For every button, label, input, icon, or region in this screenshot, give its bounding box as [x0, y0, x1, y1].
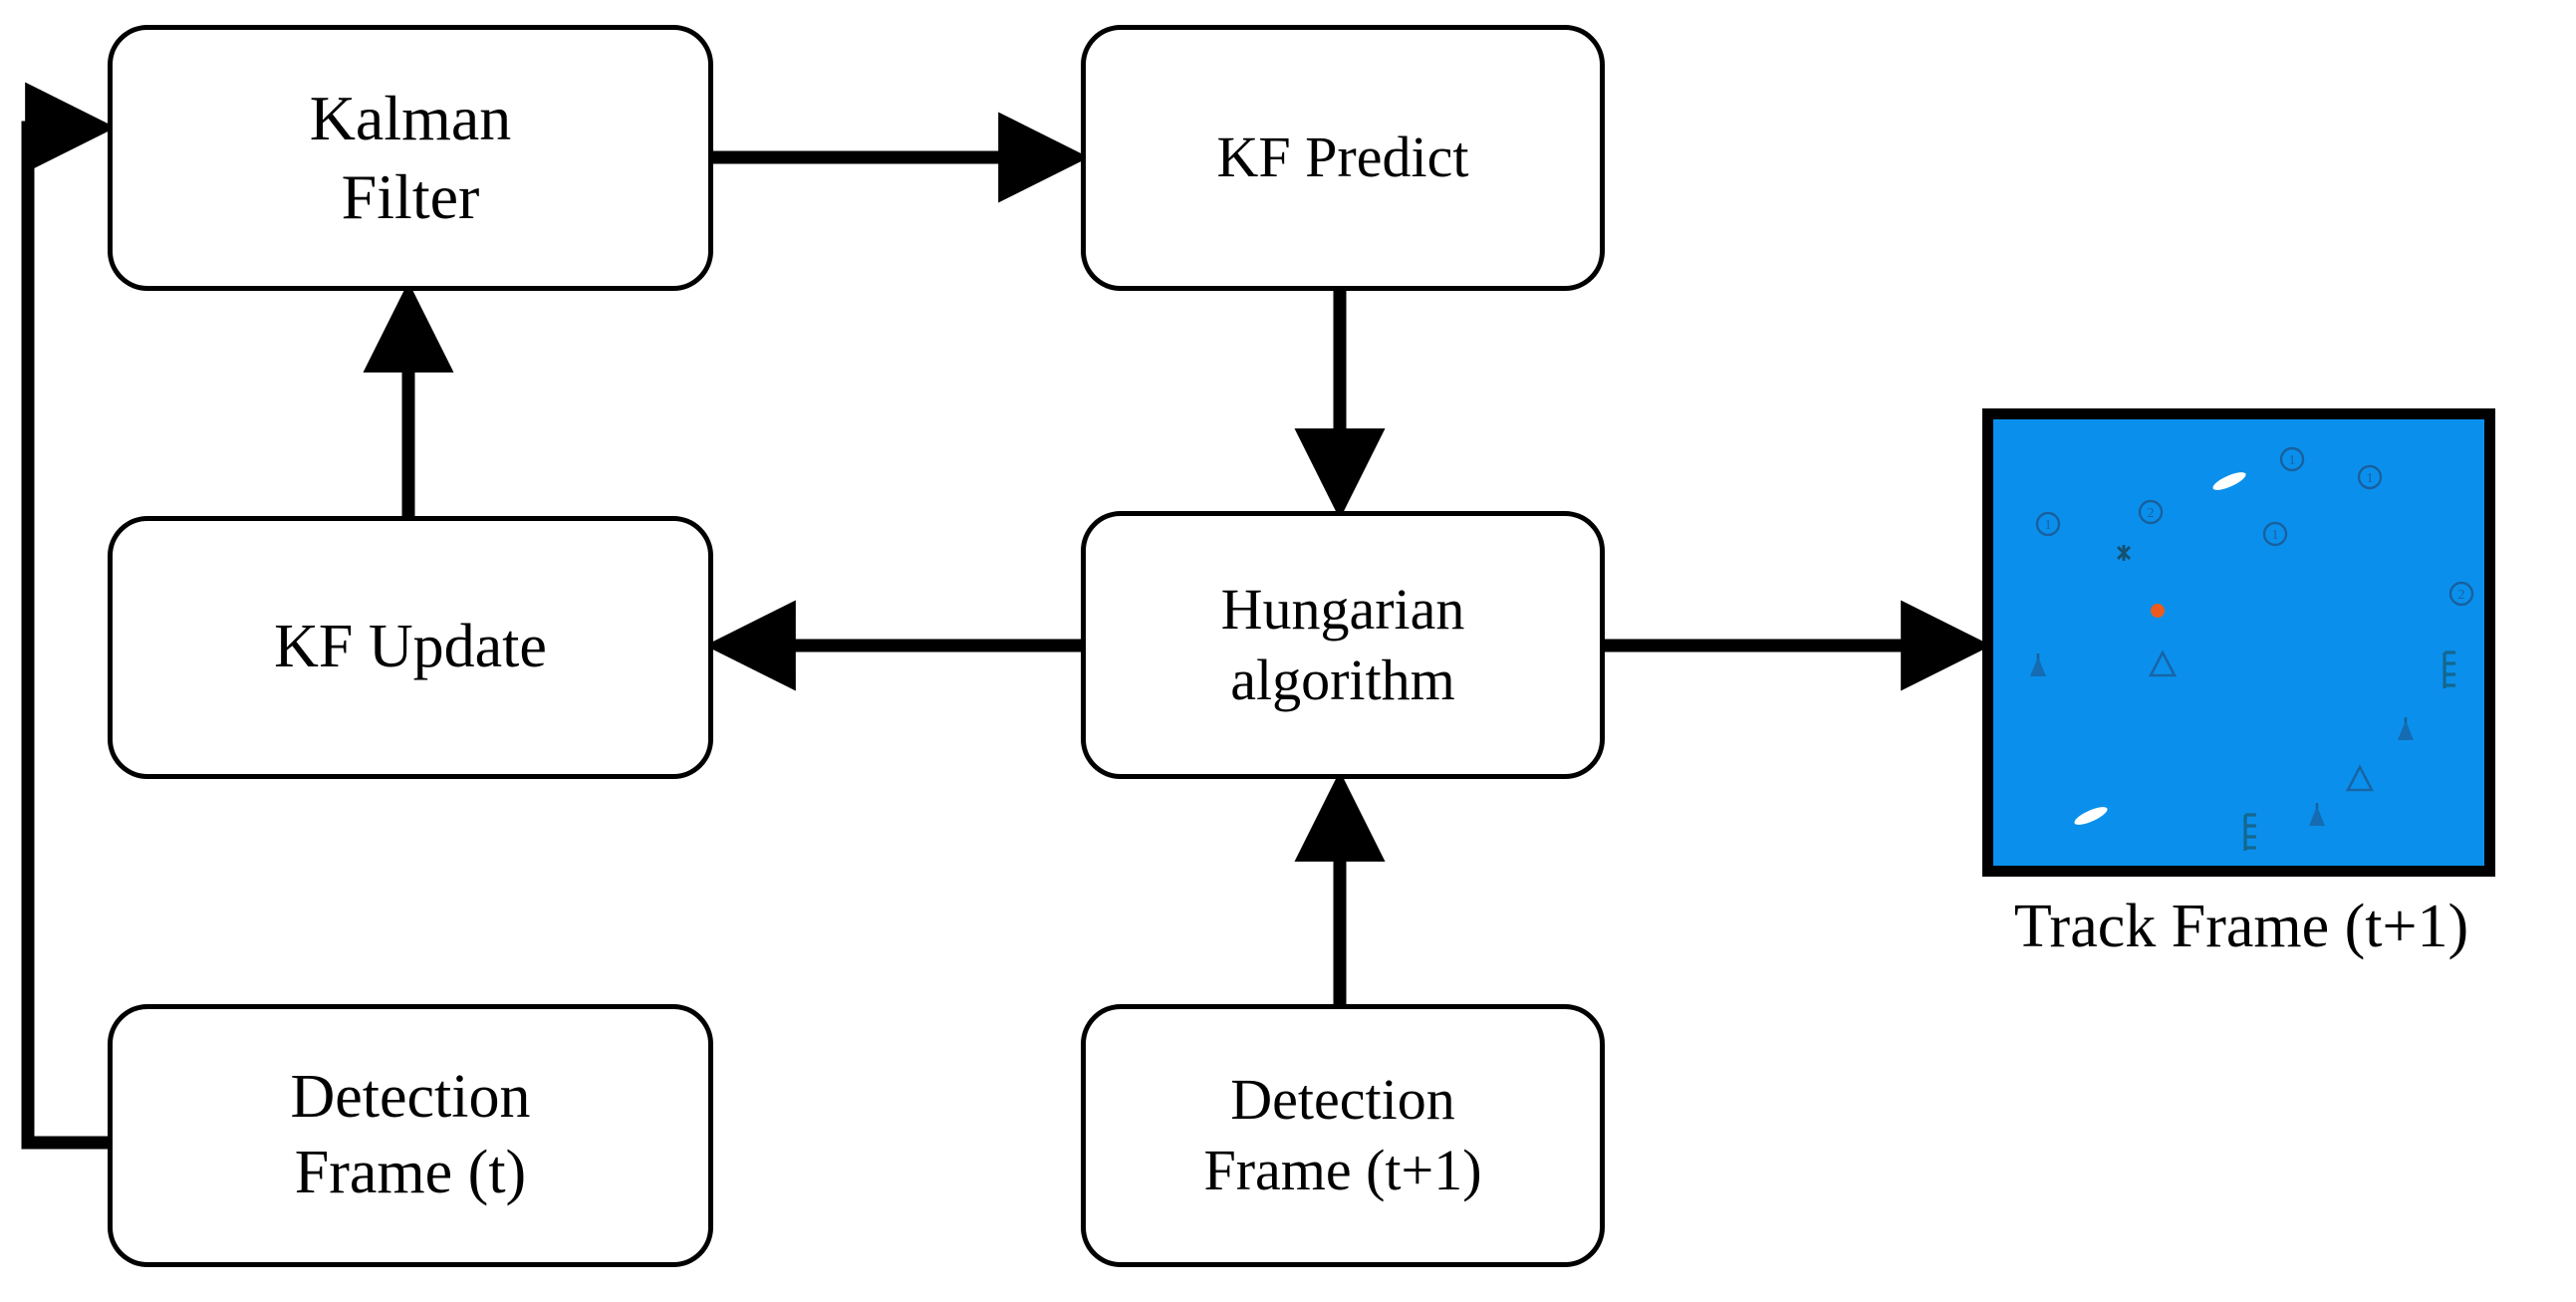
node-kf-predict-label: KF Predict [1216, 125, 1469, 190]
node-kalman-filter[interactable]: Kalman Filter [108, 25, 713, 291]
node-hungarian-algorithm-label: Hungarian algorithm [1220, 576, 1465, 712]
track-marker-circled-id-1: 1 [2035, 511, 2061, 537]
track-marker-circled-id-1: 1 [2279, 446, 2305, 472]
track-marker-buoy [2398, 717, 2414, 740]
track-marker-buoy [2309, 803, 2325, 826]
node-kf-update[interactable]: KF Update [108, 516, 713, 779]
track-marker-circled-id-1: 1 [2262, 521, 2288, 547]
track-frame-caption: Track Frame (t+1) [2013, 893, 2469, 960]
track-marker-ladder [2443, 651, 2455, 688]
track-marker-small-mark [2116, 545, 2132, 561]
node-detection-frame-t[interactable]: Detection Frame (t) [108, 1004, 713, 1267]
track-marker-vessel [2074, 807, 2108, 825]
track-marker-circled-id-2: 2 [2448, 581, 2474, 607]
svg-text:2: 2 [2148, 506, 2155, 521]
node-kalman-filter-label: Kalman Filter [309, 83, 512, 232]
node-kf-update-label: KF Update [274, 613, 547, 681]
edge-detection-t-to-kalman-filter [21, 82, 117, 1150]
track-marker-circled-id-1: 1 [2357, 464, 2383, 490]
track-marker-ladder [2243, 813, 2256, 851]
node-detection-frame-t-plus-1[interactable]: Detection Frame (t+1) [1081, 1004, 1605, 1267]
track-marker-triangle [2148, 650, 2178, 677]
svg-text:1: 1 [2289, 453, 2296, 468]
node-detection-frame-t-label: Detection Frame (t) [290, 1063, 531, 1206]
node-hungarian-algorithm[interactable]: Hungarian algorithm [1081, 511, 1605, 779]
track-frame-scene: 1 2 1 1 1 2 [1993, 419, 2484, 866]
track-marker-highlight [2151, 604, 2165, 618]
svg-text:1: 1 [2272, 528, 2279, 543]
svg-text:2: 2 [2458, 588, 2465, 603]
track-marker-buoy [2030, 653, 2046, 676]
track-frame-image: 1 2 1 1 1 2 [1982, 408, 2495, 877]
node-kf-predict[interactable]: KF Predict [1081, 25, 1605, 291]
track-marker-vessel [2212, 472, 2246, 490]
track-marker-triangle [2345, 764, 2375, 792]
track-frame-water [1993, 419, 2484, 866]
track-marker-circled-id-2: 2 [2138, 499, 2164, 525]
svg-text:1: 1 [2367, 471, 2374, 486]
node-detection-frame-t-plus-1-label: Detection Frame (t+1) [1203, 1067, 1482, 1202]
svg-text:1: 1 [2045, 518, 2052, 533]
